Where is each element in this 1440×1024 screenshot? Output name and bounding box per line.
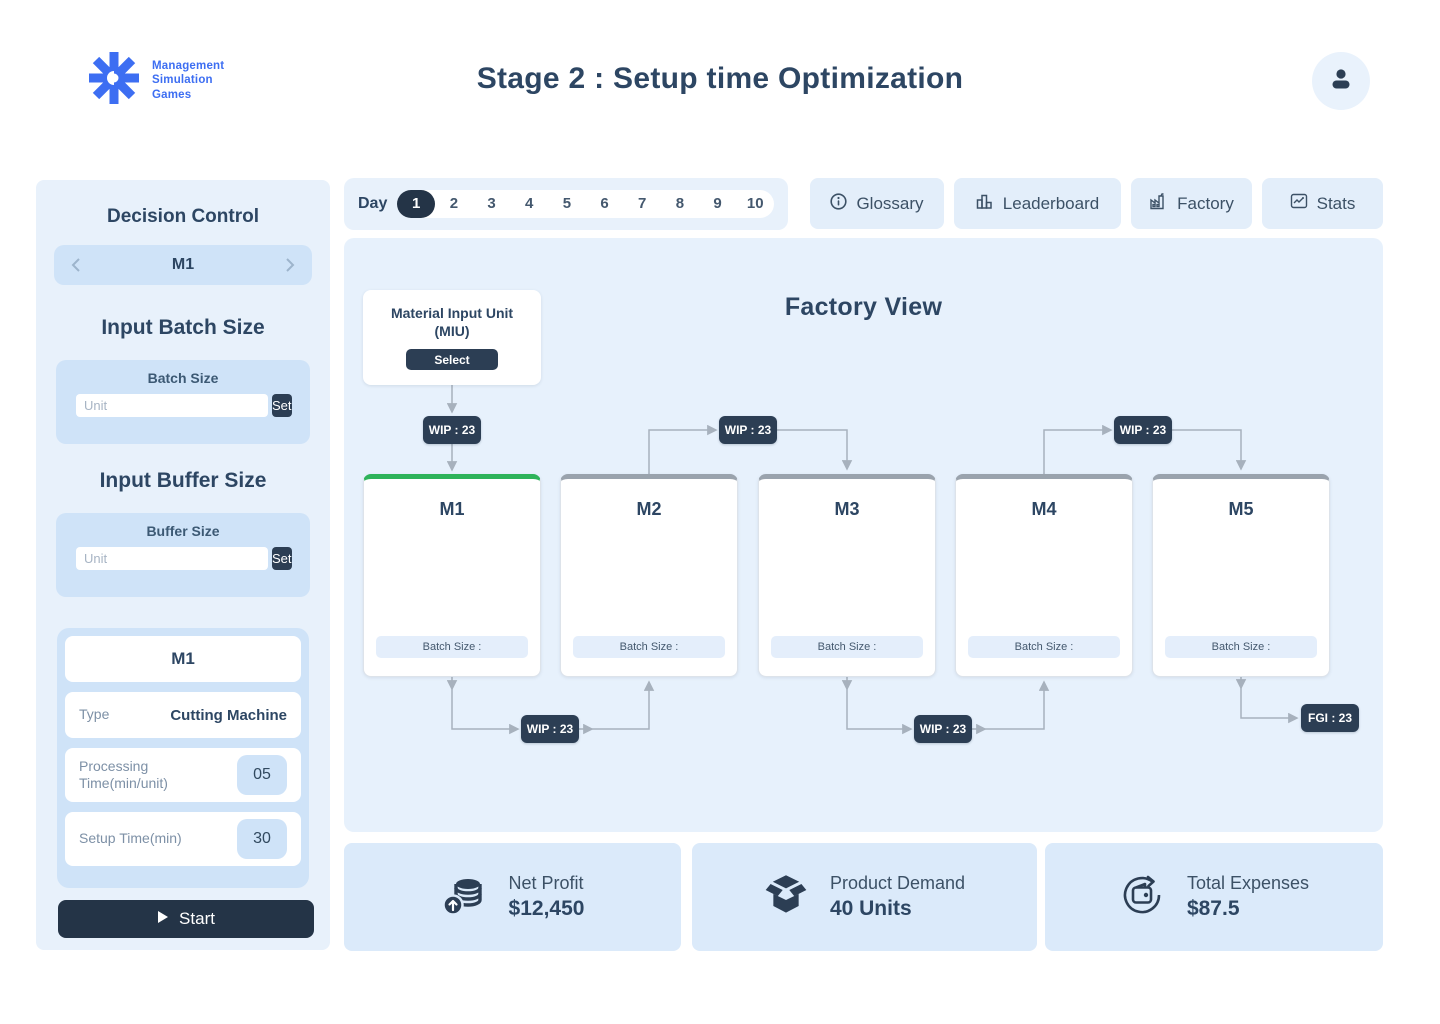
product-demand-value: 40 Units: [829, 897, 912, 920]
glossary-button[interactable]: Glossary: [810, 178, 944, 229]
day-selector-bar: Day 1 2 3 4 5 6 7 8 9 10: [344, 178, 788, 230]
machine-info-card: M1 Type Cutting Machine Processing Time(…: [57, 628, 309, 888]
machine-card-m4-name: M4: [1031, 499, 1057, 519]
chevron-right-icon[interactable]: [282, 256, 300, 274]
input-buffer-size-heading: Input Buffer Size: [99, 469, 267, 492]
bar-chart-icon: [976, 193, 994, 215]
factory-view-panel: Factory View: [344, 238, 1383, 832]
decision-control-panel: Decision Control M1 Input Batch Size Bat…: [36, 180, 330, 950]
machine-card-m1-name: M1: [439, 499, 465, 519]
stats-button-label: Stats: [1316, 193, 1356, 213]
wip-badge-miu: WIP : 23: [423, 416, 481, 444]
play-icon: [157, 909, 169, 929]
factory-icon: [1149, 192, 1168, 215]
day-6[interactable]: 6: [600, 195, 609, 212]
batch-size-panel: Batch Size Set: [56, 360, 310, 444]
machine-card-m3[interactable]: M3 Batch Size :: [758, 474, 936, 677]
setup-time-label: Setup Time(min): [79, 830, 182, 847]
wip-badge-m3-m4: WIP : 23: [914, 715, 972, 743]
buffer-size-set-button[interactable]: Set: [272, 547, 292, 570]
machine-selector-value: M1: [171, 256, 195, 273]
wip-badge-m2-m3: WIP : 23: [719, 416, 777, 444]
machine-card-m4[interactable]: M4 Batch Size :: [955, 474, 1133, 677]
day-10[interactable]: 10: [746, 195, 764, 212]
day-3[interactable]: 3: [487, 195, 496, 212]
machine-card-m5-name: M5: [1228, 499, 1254, 519]
start-button[interactable]: Start: [58, 900, 314, 938]
coins-up-icon: [441, 872, 487, 923]
batch-size-label: Batch Size: [147, 370, 219, 386]
decision-control-title: Decision Control: [106, 206, 259, 227]
setup-time-value: 30: [237, 819, 287, 859]
machine-card-m2-batch: Batch Size :: [573, 636, 725, 658]
factory-button[interactable]: Factory: [1131, 178, 1252, 229]
product-demand-card: Product Demand 40 Units: [692, 843, 1037, 951]
day-label: Day: [358, 195, 388, 212]
logo-asterisk-icon: [88, 50, 140, 111]
processing-time-row: Processing Time(min/unit) 05: [65, 748, 301, 802]
stats-icon: [1290, 193, 1308, 214]
glossary-button-label: Glossary: [856, 193, 924, 213]
batch-size-set-button[interactable]: Set: [272, 394, 292, 417]
machine-card-m2-name: M2: [636, 499, 662, 519]
machine-card-m1-batch: Batch Size :: [376, 636, 528, 658]
stats-button[interactable]: Stats: [1262, 178, 1383, 229]
machine-card-m5-batch: Batch Size :: [1165, 636, 1317, 658]
start-button-label: Start: [179, 909, 215, 928]
machine-info-name: M1: [65, 636, 301, 682]
factory-button-label: Factory: [1177, 193, 1234, 213]
product-demand-label: Product Demand: [829, 873, 966, 893]
total-expenses-value: $87.5: [1186, 897, 1240, 920]
setup-time-row: Setup Time(min) 30: [65, 812, 301, 866]
open-box-icon: [764, 873, 808, 922]
processing-time-label: Processing Time(min/unit): [79, 757, 168, 792]
miu-title: Material Input Unit (MIU): [390, 305, 514, 340]
person-icon: [1328, 66, 1354, 97]
processing-time-value: 05: [237, 755, 287, 795]
buffer-size-input[interactable]: [76, 547, 268, 570]
machine-selector[interactable]: M1: [54, 245, 312, 285]
net-profit-label: Net Profit: [508, 873, 584, 893]
net-profit-card: Net Profit $12,450: [344, 843, 681, 951]
machine-card-m3-batch: Batch Size :: [771, 636, 923, 658]
machine-card-m2[interactable]: M2 Batch Size :: [560, 474, 738, 677]
miu-card: Material Input Unit (MIU) Select: [363, 290, 541, 385]
day-5[interactable]: 5: [562, 195, 572, 212]
wallet-refresh-icon: [1119, 872, 1165, 923]
total-expenses-label: Total Expenses: [1186, 873, 1310, 893]
net-profit-value: $12,450: [508, 897, 585, 920]
machine-type-label: Type: [79, 706, 110, 723]
user-avatar[interactable]: [1312, 52, 1370, 110]
app-logo: Management Simulation Games: [88, 50, 224, 111]
machine-card-m1[interactable]: M1 Batch Size :: [363, 474, 541, 677]
buffer-size-panel: Buffer Size Set: [56, 513, 310, 597]
info-icon: [830, 192, 848, 215]
logo-text: Management Simulation Games: [152, 59, 225, 101]
wip-badge-m1-m2: WIP : 23: [521, 715, 579, 743]
leaderboard-button[interactable]: Leaderboard: [954, 178, 1121, 229]
day-7[interactable]: 7: [638, 195, 647, 212]
batch-size-input[interactable]: [76, 394, 268, 417]
day-2[interactable]: 2: [449, 195, 459, 212]
machine-type-value: Cutting Machine: [170, 706, 287, 724]
machine-card-m3-name: M3: [834, 499, 860, 519]
chevron-left-icon[interactable]: [66, 256, 84, 274]
day-9[interactable]: 9: [713, 195, 722, 212]
input-batch-size-heading: Input Batch Size: [101, 316, 265, 339]
miu-select-button[interactable]: Select: [406, 349, 498, 371]
factory-view-title: Factory View: [784, 293, 943, 321]
wip-badge-m4-m5: WIP : 23: [1114, 416, 1172, 444]
day-1[interactable]: 1: [397, 190, 436, 218]
fgi-badge: FGI : 23: [1301, 704, 1359, 732]
buffer-size-label: Buffer Size: [146, 523, 220, 539]
machine-card-m4-batch: Batch Size :: [968, 636, 1120, 658]
total-expenses-card: Total Expenses $87.5: [1045, 843, 1383, 951]
leaderboard-button-label: Leaderboard: [1002, 193, 1100, 213]
day-8[interactable]: 8: [675, 195, 685, 212]
machine-card-m5[interactable]: M5 Batch Size :: [1152, 474, 1330, 677]
day-4[interactable]: 4: [525, 195, 534, 212]
page-title: Stage 2 : Setup time Optimization: [476, 62, 964, 95]
day-track: 1 2 3 4 5 6 7 8 9 10: [397, 190, 774, 218]
machine-info-type-row: Type Cutting Machine: [65, 692, 301, 738]
